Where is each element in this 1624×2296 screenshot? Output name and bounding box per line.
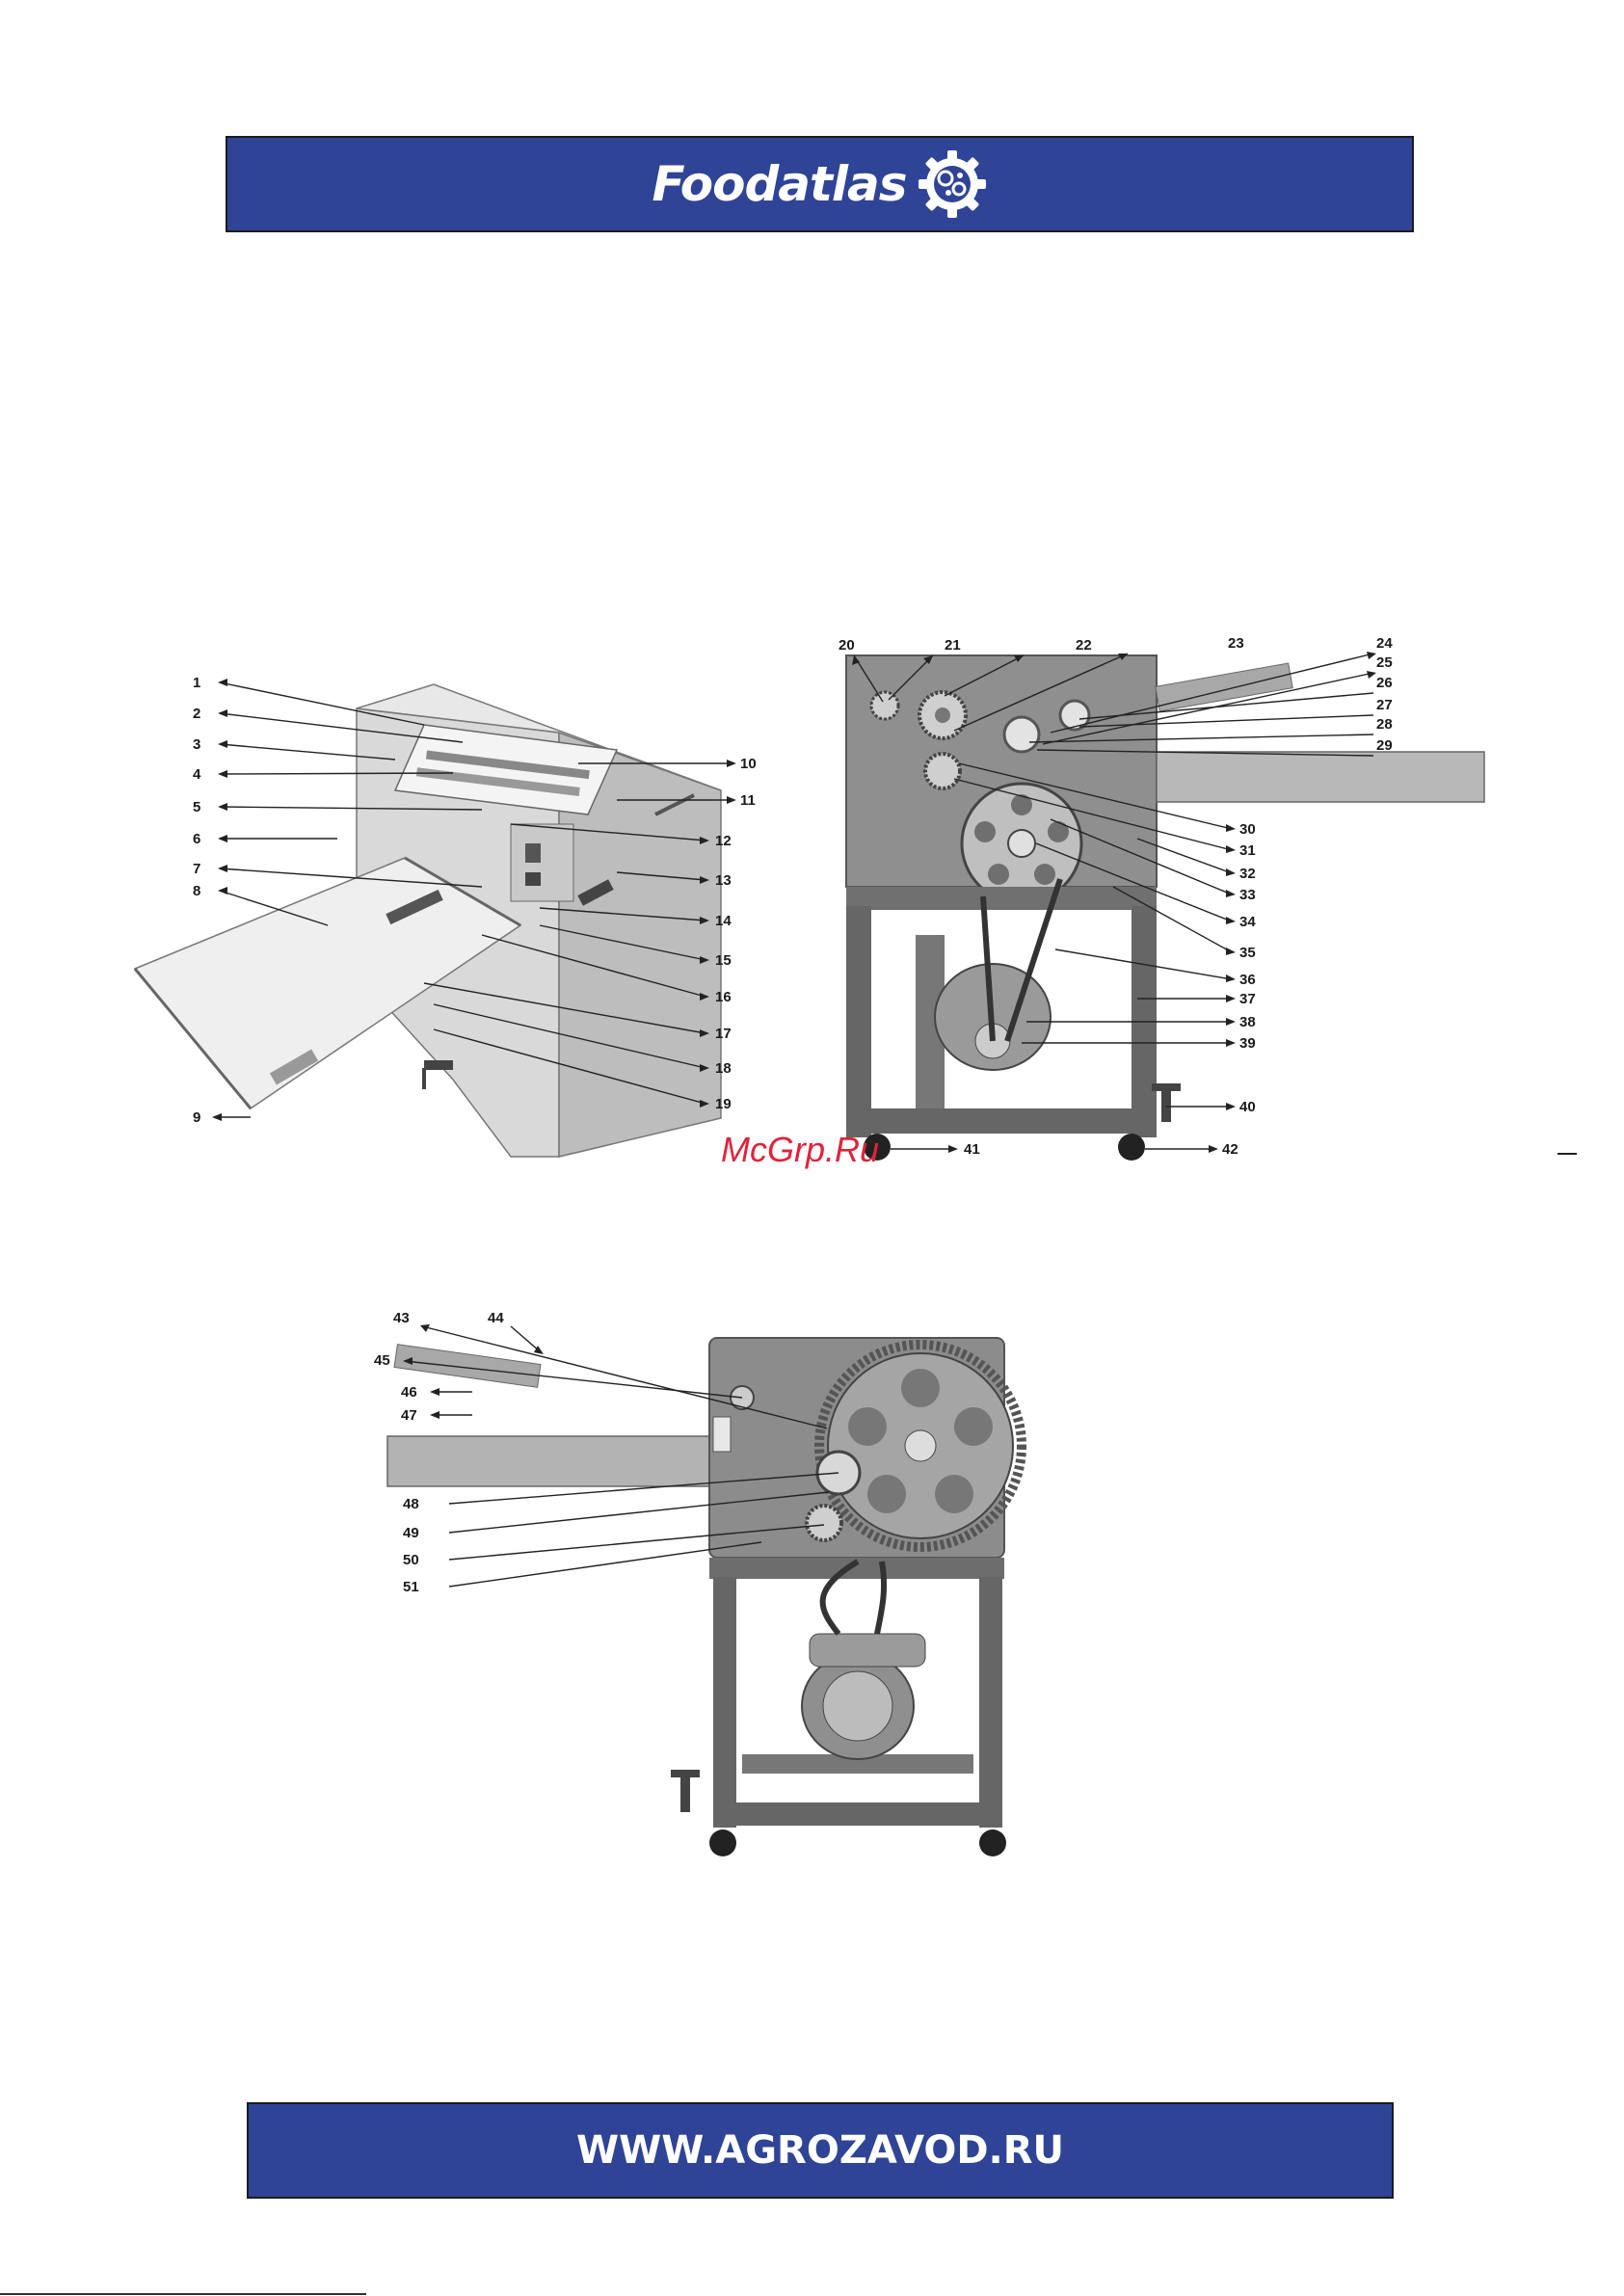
callout-17: 17 xyxy=(715,1026,732,1042)
callout-38: 38 xyxy=(1239,1014,1256,1030)
callout-11: 11 xyxy=(740,792,756,809)
machine-side-drawing: 20 21 22 23 24 25 26 27 28 29 30 31 32 3… xyxy=(819,627,1513,1166)
callout-39: 39 xyxy=(1239,1035,1256,1052)
callout-2: 2 xyxy=(193,706,200,722)
callout-6: 6 xyxy=(193,831,200,847)
machine-rear-drawing: 43 44 45 46 47 48 49 50 51 xyxy=(357,1301,1031,1880)
callout-15: 15 xyxy=(715,952,732,969)
callout-14: 14 xyxy=(715,913,732,929)
callout-49: 49 xyxy=(403,1525,419,1541)
figure-machine-side-view: 20 21 22 23 24 25 26 27 28 29 30 31 32 3… xyxy=(819,627,1513,1166)
callout-4: 4 xyxy=(193,766,201,783)
machine-front-drawing: 1 2 3 4 5 6 7 8 9 10 11 12 13 14 15 16 1… xyxy=(116,655,790,1176)
callout-18: 18 xyxy=(715,1060,732,1077)
bottom-rule xyxy=(0,2293,366,2295)
footer-banner: WWW.AGROZAVOD.RU xyxy=(247,2102,1394,2199)
callout-45: 45 xyxy=(374,1352,390,1369)
callout-51: 51 xyxy=(403,1579,419,1595)
callout-13: 13 xyxy=(715,872,732,889)
callout-9: 9 xyxy=(193,1109,200,1126)
callout-40: 40 xyxy=(1239,1099,1256,1115)
callout-28: 28 xyxy=(1376,716,1393,733)
callout-25: 25 xyxy=(1376,654,1393,671)
callout-43: 43 xyxy=(393,1310,410,1326)
callout-27: 27 xyxy=(1376,697,1393,713)
callout-46: 46 xyxy=(401,1384,417,1401)
watermark: McGrp.Ru xyxy=(721,1130,879,1170)
callout-29: 29 xyxy=(1376,737,1393,754)
edge-mark xyxy=(1557,1153,1577,1155)
callout-36: 36 xyxy=(1239,972,1256,988)
callout-50: 50 xyxy=(403,1552,419,1568)
callout-42: 42 xyxy=(1222,1141,1238,1158)
callout-20: 20 xyxy=(839,637,855,654)
callout-30: 30 xyxy=(1239,821,1256,838)
callout-1: 1 xyxy=(193,675,200,691)
callout-10: 10 xyxy=(740,756,757,772)
callout-12: 12 xyxy=(715,833,732,849)
callout-16: 16 xyxy=(715,989,732,1005)
callout-31: 31 xyxy=(1239,842,1256,859)
figure-machine-rear-view: 43 44 45 46 47 48 49 50 51 xyxy=(357,1301,1031,1880)
callout-34: 34 xyxy=(1239,914,1256,930)
logo-text: Foodatlas xyxy=(652,156,906,212)
callout-26: 26 xyxy=(1376,675,1393,691)
callout-5: 5 xyxy=(193,799,200,815)
callout-44: 44 xyxy=(488,1310,504,1326)
callout-33: 33 xyxy=(1239,887,1256,903)
brand-logo: Foodatlas xyxy=(652,148,987,220)
gear-logo-icon xyxy=(917,148,988,220)
callout-47: 47 xyxy=(401,1407,417,1424)
callout-41: 41 xyxy=(964,1141,980,1158)
callout-23: 23 xyxy=(1228,635,1244,652)
callout-3: 3 xyxy=(193,736,200,753)
callout-21: 21 xyxy=(945,637,961,654)
callout-7: 7 xyxy=(193,861,200,877)
callout-8: 8 xyxy=(193,883,200,899)
callout-24: 24 xyxy=(1376,635,1393,652)
callout-35: 35 xyxy=(1239,945,1256,961)
website-url[interactable]: WWW.AGROZAVOD.RU xyxy=(576,2128,1064,2173)
figure-machine-front-view: 1 2 3 4 5 6 7 8 9 10 11 12 13 14 15 16 1… xyxy=(116,655,790,1176)
callout-48: 48 xyxy=(403,1496,419,1512)
callout-32: 32 xyxy=(1239,866,1256,882)
header-banner: Foodatlas xyxy=(226,136,1414,232)
callout-37: 37 xyxy=(1239,991,1256,1007)
callout-19: 19 xyxy=(715,1096,732,1112)
callout-22: 22 xyxy=(1076,637,1092,654)
